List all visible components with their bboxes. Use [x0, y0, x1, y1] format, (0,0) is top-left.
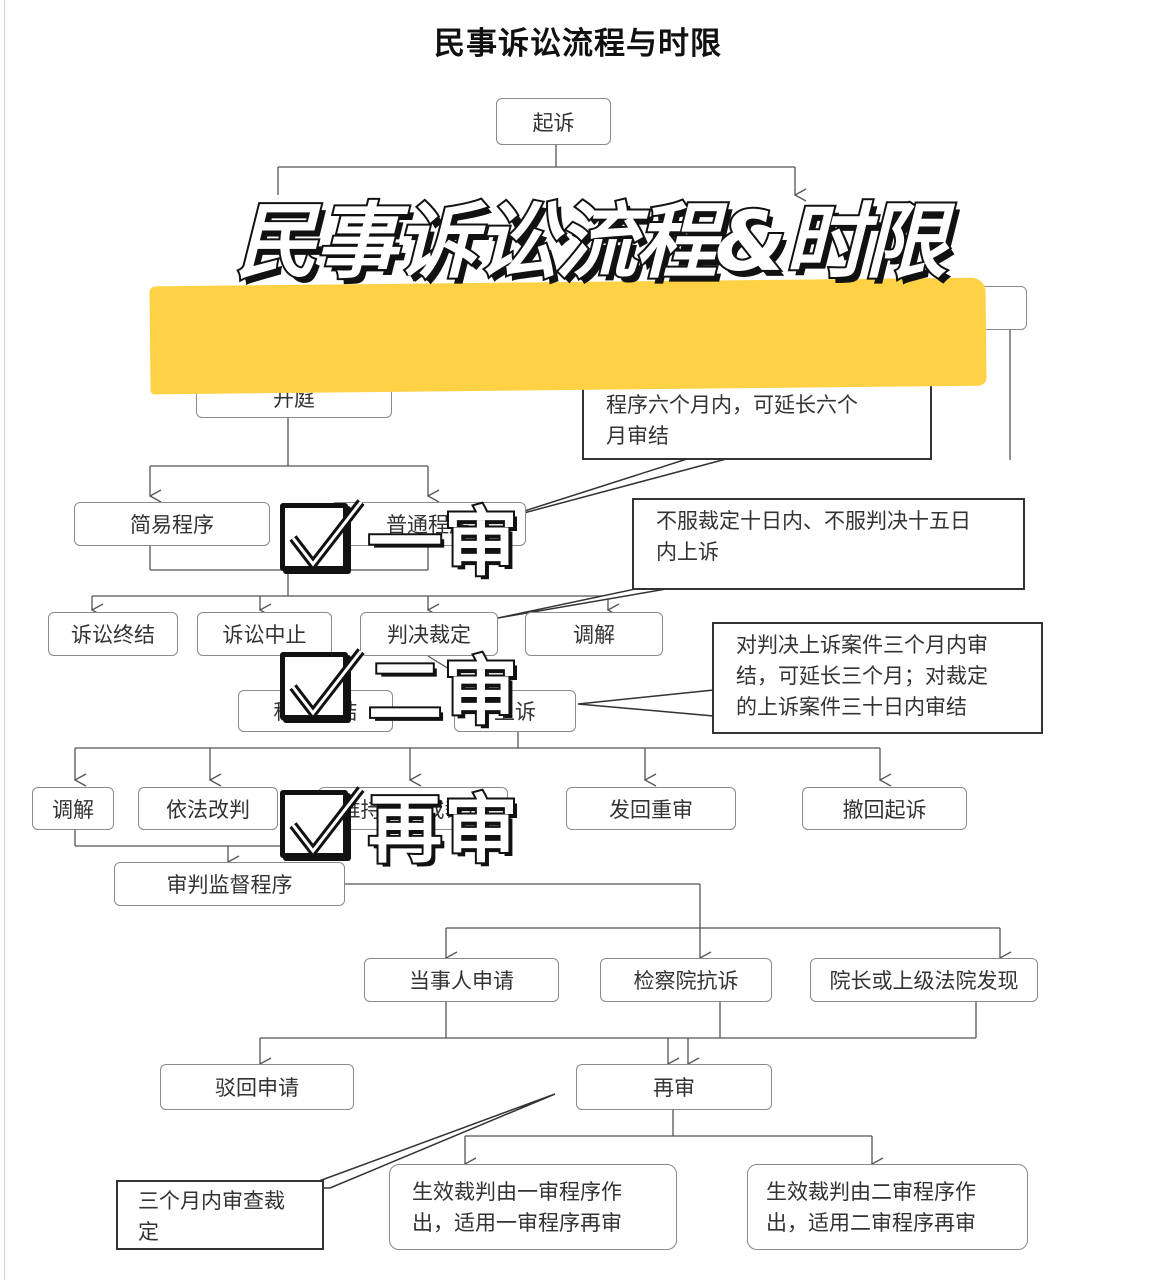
page-edge: [4, 0, 5, 1280]
node-supervision: 审判监督程序: [114, 862, 345, 906]
node-uphold: 维持原判或裁定: [318, 787, 508, 830]
node-termination: 诉讼终结: [48, 612, 178, 656]
node-reject: 驳回申请: [160, 1064, 354, 1110]
note-line: 内上诉: [656, 540, 719, 564]
note-line: 出，适用二审程序再审: [766, 1211, 976, 1235]
node-suspension: 诉讼中止: [197, 612, 332, 656]
node-amend-judgment: 依法改判: [138, 787, 278, 830]
note-retrial-first: 生效裁判由一审程序作 出，适用一审程序再审: [389, 1164, 677, 1250]
node-withdraw: 撤回起诉: [802, 787, 967, 830]
node-president: 院长或上级法院发现: [810, 958, 1038, 1002]
note-line: 不服裁定十日内、不服判决十五日: [656, 509, 971, 533]
checkbox-checked-icon: [280, 785, 365, 858]
note-line: 生效裁判由一审程序作: [412, 1180, 622, 1204]
node-appeal: 上诉: [454, 690, 576, 732]
highlight-stroke: [149, 277, 987, 395]
note-retrial-second: 生效裁判由二审程序作 出，适用二审程序再审: [747, 1164, 1028, 1250]
note-retrial-review: 三个月内审查裁 定: [116, 1180, 324, 1250]
node-mediation: 调解: [525, 612, 663, 656]
checklist-label: 二审: [366, 647, 520, 737]
note-line: 定: [138, 1220, 159, 1244]
note-line: 月审结: [606, 424, 669, 448]
note-line: 的上诉案件三十日内审结: [736, 695, 967, 719]
checklist-label: 一审: [366, 498, 520, 588]
checklist-item-first-instance: 一审: [280, 483, 520, 590]
node-procuratorate: 检察院抗诉: [600, 958, 772, 1002]
node-sue: 起诉: [496, 98, 611, 145]
overlay-banner-title: 民事诉讼流程&时限: [233, 193, 949, 292]
note-line: 程序六个月内，可延长六个: [606, 393, 858, 417]
note-line: 对判决上诉案件三个月内审: [736, 633, 988, 657]
node-appeal-mediation: 调解: [32, 787, 114, 830]
checkbox-checked-icon: [280, 647, 365, 720]
note-line: 生效裁判由二审程序作: [766, 1180, 976, 1204]
note-line: 出，适用一审程序再审: [412, 1211, 622, 1235]
node-remand: 发回重审: [566, 787, 736, 830]
note-line: 三个月内审查裁: [138, 1189, 285, 1213]
checklist-item-retrial: 再审: [280, 770, 520, 877]
checkbox-checked-icon: [280, 498, 365, 571]
node-ordinary-procedure: 普通程序: [330, 502, 526, 546]
node-judgment: 判决裁定: [360, 612, 498, 656]
checklist-item-second-instance: 二审: [280, 632, 520, 739]
checklist-label: 再审: [366, 785, 520, 875]
note-appeal-period: 对判决上诉案件三个月内审 结，可延长三个月；对裁定 的上诉案件三十日内审结: [712, 622, 1043, 734]
document-title: 民事诉讼流程与时限: [434, 26, 722, 62]
note-line: 结，可延长三个月；对裁定: [736, 664, 988, 688]
node-simple-procedure: 简易程序: [74, 502, 270, 546]
node-party-apply: 当事人申请: [364, 958, 559, 1002]
note-appeal-deadline: 不服裁定十日内、不服判决十五日 内上诉: [632, 498, 1025, 590]
node-retrial: 再审: [576, 1064, 772, 1110]
note-first-instance: 程序六个月内，可延长六个 月审结: [582, 384, 932, 460]
